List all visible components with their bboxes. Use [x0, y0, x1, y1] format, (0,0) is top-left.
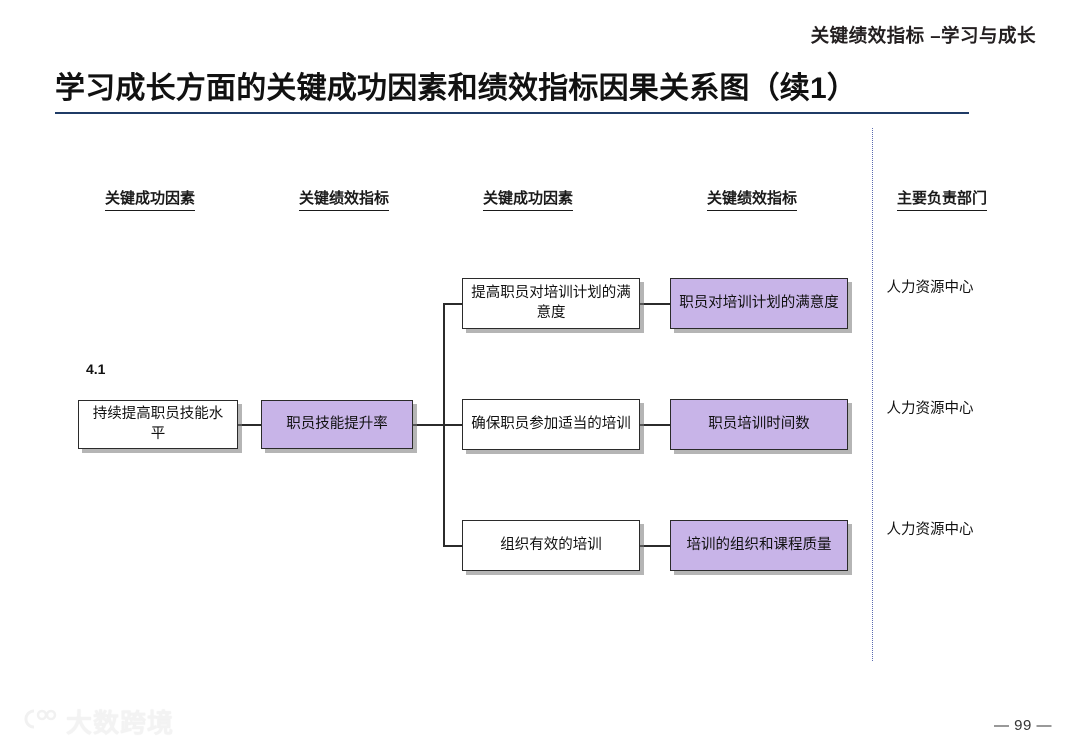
connector-row3-csf-to-kpi — [640, 545, 670, 547]
slide-kicker: 关键绩效指标 –学习与成长 — [810, 25, 1036, 46]
column-header-csf-1: 关键成功因素 — [104, 187, 196, 211]
connector-row2-csf-to-kpi — [640, 424, 670, 426]
department-column-divider — [872, 128, 873, 661]
column-header-department: 主要负责部门 — [896, 187, 988, 211]
node-root-kpi[interactable]: 职员技能提升率 — [261, 400, 413, 449]
watermark-text: 大数跨境 — [66, 708, 175, 738]
connector-branch-row-1 — [443, 303, 462, 305]
node-row1-csf[interactable]: 提高职员对培训计划的满意度 — [462, 278, 640, 329]
column-header-kpi-2: 关键绩效指标 — [706, 187, 798, 211]
node-row2-csf[interactable]: 确保职员参加适当的培训 — [462, 399, 640, 450]
department-row2: 人力资源中心 — [886, 401, 974, 417]
department-row3: 人力资源中心 — [886, 522, 974, 538]
connector-branch-row-2 — [443, 424, 462, 426]
connector-row1-csf-to-kpi — [640, 303, 670, 305]
connector-branch-row-3 — [443, 545, 462, 547]
column-header-kpi-1: 关键绩效指标 — [298, 187, 390, 211]
node-row1-kpi[interactable]: 职员对培训计划的满意度 — [670, 278, 848, 329]
connector-root-csf-to-kpi — [238, 424, 262, 426]
node-root-csf[interactable]: 持续提高职员技能水平 — [78, 400, 238, 449]
watermark-logo-icon — [18, 707, 58, 736]
watermark: 大数跨境 — [18, 703, 174, 740]
title-underline — [55, 112, 969, 114]
connector-root-kpi-to-trunk — [413, 424, 444, 426]
page-title: 学习成长方面的关键成功因素和绩效指标因果关系图（续1） — [55, 72, 858, 105]
group-number-label: 4.1 — [86, 361, 106, 377]
page-number: — 99 — — [993, 717, 1052, 734]
department-row1: 人力资源中心 — [886, 280, 974, 296]
column-header-csf-2: 关键成功因素 — [482, 187, 574, 211]
node-row3-csf[interactable]: 组织有效的培训 — [462, 520, 640, 571]
node-row3-kpi[interactable]: 培训的组织和课程质量 — [670, 520, 848, 571]
node-row2-kpi[interactable]: 职员培训时间数 — [670, 399, 848, 450]
